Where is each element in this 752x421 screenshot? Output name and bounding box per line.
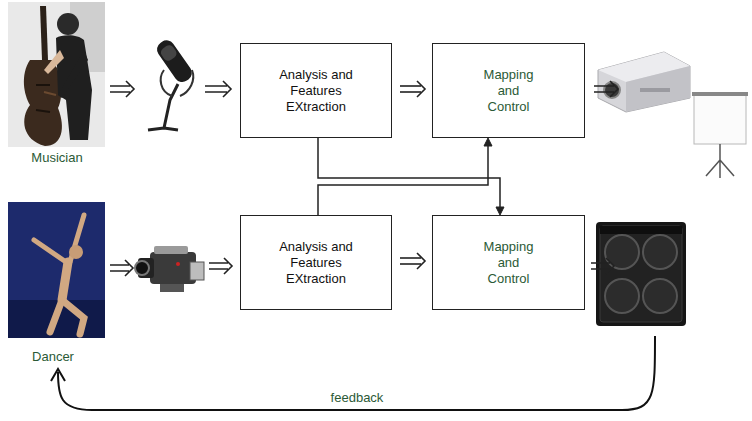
illustration-part <box>205 81 231 97</box>
connector-stroke <box>417 81 425 97</box>
illustration-part <box>605 235 639 269</box>
illustration-part <box>600 226 682 322</box>
connector-stroke <box>318 146 488 215</box>
arrow-head <box>484 138 492 146</box>
label-text: Dancer <box>30 349 76 364</box>
illustration-part <box>58 50 88 98</box>
illustration-part <box>110 260 133 276</box>
illustration-part <box>148 84 178 130</box>
illustration-part <box>591 258 614 274</box>
arrow-head <box>496 207 504 215</box>
illustration-part <box>159 43 178 62</box>
illustration-part <box>36 85 50 112</box>
analysis-box: Analysis and Features EXtraction <box>240 43 392 138</box>
camcorder-icon <box>135 246 204 292</box>
connector <box>318 138 492 215</box>
illustration-part <box>600 226 682 234</box>
illustration-part <box>643 235 677 269</box>
illustration-part <box>57 13 79 35</box>
analysis-box: Analysis and Features EXtraction <box>240 215 392 310</box>
projection-screen <box>692 92 748 178</box>
box-label: Mapping and Control <box>479 239 539 287</box>
illustration-part <box>56 35 92 140</box>
connector <box>318 138 504 215</box>
illustration-part <box>34 240 66 262</box>
connector-stroke <box>400 91 421 93</box>
label-text: Musician <box>29 150 84 165</box>
illustration-part <box>135 261 149 275</box>
illustration-part <box>596 222 686 326</box>
illustration-part <box>8 202 105 338</box>
illustration-part <box>40 6 48 60</box>
connector-stroke <box>400 85 421 87</box>
illustration-part <box>692 92 748 96</box>
illustration-part <box>176 262 180 266</box>
label-text: feedback <box>329 390 386 405</box>
illustration-part <box>643 279 677 313</box>
mapping-box: Mapping and Control <box>432 215 585 310</box>
illustration-part <box>190 262 204 280</box>
illustration-part <box>58 336 655 410</box>
musician-photo <box>8 2 105 147</box>
box-label: Mapping and Control <box>479 67 539 115</box>
illustration-part <box>44 50 64 74</box>
connector-stroke <box>400 257 421 259</box>
illustration-part <box>594 81 618 97</box>
illustration-part <box>8 2 105 147</box>
speaker-cabinet <box>596 222 686 326</box>
illustration-part <box>24 60 62 146</box>
illustration-part <box>62 262 68 300</box>
illustration-part <box>626 66 690 112</box>
illustration-part <box>110 81 134 97</box>
illustration-part <box>160 284 184 292</box>
feedback-loop <box>51 336 655 410</box>
connector-stroke <box>318 138 500 207</box>
connector <box>400 253 425 269</box>
illustration-part <box>694 94 746 144</box>
mapping-box: Mapping and Control <box>432 43 585 138</box>
connector-stroke <box>417 253 425 269</box>
illustration-part <box>51 369 65 381</box>
microphone-icon <box>148 37 195 130</box>
illustration-part <box>209 258 232 274</box>
illustration-part <box>69 245 83 259</box>
illustration-part <box>605 279 639 313</box>
illustration-part <box>150 252 196 284</box>
illustration-part <box>640 88 670 92</box>
illustration-part <box>62 300 84 334</box>
box-label: Analysis and Features EXtraction <box>279 239 353 287</box>
illustration-part <box>44 92 56 95</box>
illustration-part <box>34 215 84 334</box>
illustration-part <box>154 246 188 254</box>
feedback-label: feedback <box>329 390 386 406</box>
dancer-photo <box>8 202 105 338</box>
illustration-part <box>50 300 62 332</box>
performer-label: Dancer <box>30 349 76 365</box>
connector <box>400 81 425 97</box>
performer-label: Musician <box>29 150 84 166</box>
connector-stroke <box>400 263 421 265</box>
illustration-part <box>70 215 84 262</box>
box-label: Analysis and Features EXtraction <box>279 67 353 115</box>
illustration-part <box>161 70 194 96</box>
illustration-part <box>706 144 734 178</box>
illustration-part <box>8 300 105 338</box>
